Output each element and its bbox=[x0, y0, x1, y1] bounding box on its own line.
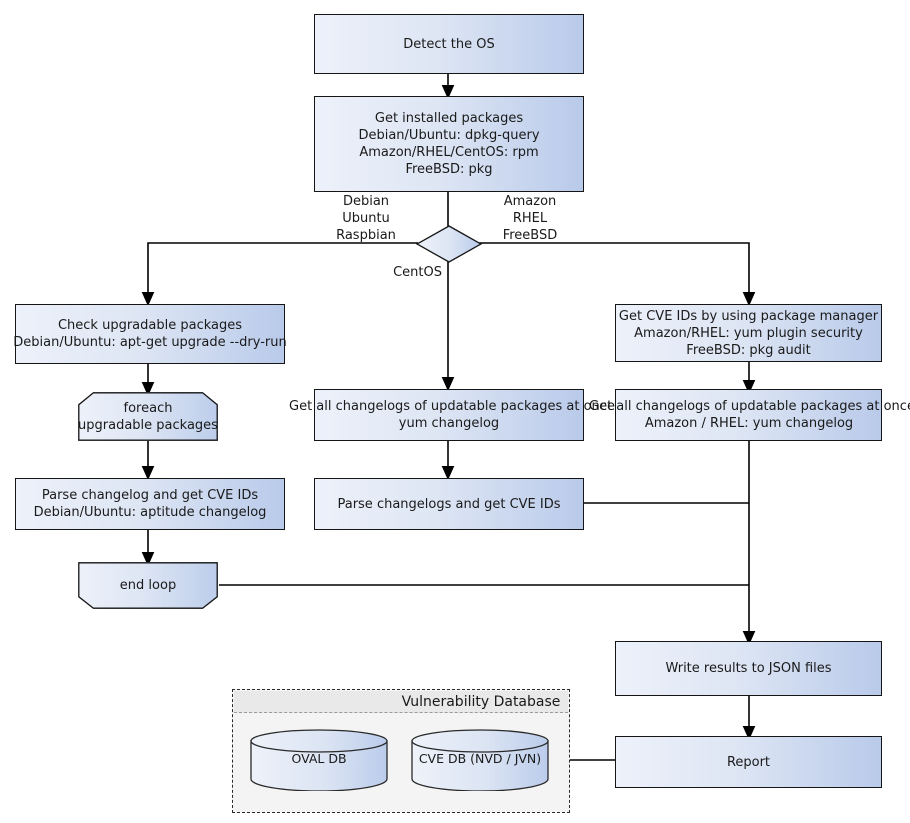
node-parse-changelog-deb[interactable]: Parse changelog and get CVE IDs Debian/U… bbox=[15, 478, 285, 530]
node-report-label: Report bbox=[726, 754, 771, 770]
group-vulnerability-database-title: Vulnerability Database bbox=[233, 690, 569, 713]
db-cylinder-cve-label-wrap: CVE DB (NVD / JVN) bbox=[411, 751, 549, 766]
db-cylinder-oval-label: OVAL DB bbox=[291, 751, 347, 766]
branch-label-right-line2: RHEL bbox=[512, 211, 548, 226]
node-get-cve-pkg-manager[interactable]: Get CVE IDs by using package manager Ama… bbox=[615, 304, 882, 362]
node-check-upgradable-line1: Check upgradable packages bbox=[57, 318, 243, 333]
node-detect-os[interactable]: Detect the OS bbox=[314, 14, 584, 74]
node-get-changelogs-centos[interactable] bbox=[314, 389, 584, 441]
node-get-cve-pkg-manager-line3: FreeBSD: pkg audit bbox=[686, 342, 811, 358]
node-get-changelogs-centos-line1: Get all changelogs of updatable packages… bbox=[289, 399, 615, 414]
node-end-loop-label: end loop bbox=[119, 578, 177, 593]
branch-label-right: Amazon RHEL FreeBSD bbox=[482, 193, 578, 244]
node-get-installed-packages[interactable]: Get installed packages Debian/Ubuntu: dp… bbox=[314, 96, 584, 192]
node-get-changelogs-rhel-line1: Get all changelogs of updatable packages… bbox=[589, 399, 910, 414]
node-parse-changelog-deb-line2: Debian/Ubuntu: aptitude changelog bbox=[33, 505, 267, 520]
branch-label-left: Debian Ubuntu Raspbian bbox=[318, 193, 414, 244]
node-parse-changelogs-centos[interactable]: Parse changelogs and get CVE IDs bbox=[314, 478, 584, 530]
node-write-results-label: Write results to JSON files bbox=[665, 661, 832, 676]
node-check-upgradable-line2: Debian/Ubuntu: apt-get upgrade --dry-run bbox=[13, 335, 287, 350]
node-get-changelogs-rhel[interactable] bbox=[615, 389, 882, 441]
node-foreach-loop-text: foreach upgradable packages bbox=[78, 392, 218, 441]
db-cylinder-cve-label: CVE DB (NVD / JVN) bbox=[418, 751, 542, 766]
node-get-changelogs-centos-text: Get all changelogs of updatable packages… bbox=[289, 398, 615, 432]
node-get-installed-packages-line3: Amazon/RHEL/CentOS: rpm bbox=[359, 145, 539, 160]
node-get-installed-packages-line4: FreeBSD: pkg bbox=[405, 162, 493, 177]
branch-label-down: CentOS bbox=[352, 264, 442, 281]
node-get-changelogs-centos-line2: yum changelog bbox=[398, 416, 500, 431]
node-parse-changelog-deb-line1: Parse changelog and get CVE IDs bbox=[41, 488, 259, 503]
edge-decision-right bbox=[479, 242, 756, 307]
node-foreach-loop-line2: upgradable packages bbox=[78, 417, 218, 433]
branch-label-down-line1: CentOS bbox=[393, 265, 442, 280]
node-write-results[interactable]: Write results to JSON files bbox=[615, 641, 882, 696]
db-cylinder-cve[interactable] bbox=[411, 729, 549, 791]
node-end-loop-text: end loop bbox=[78, 562, 218, 609]
node-get-changelogs-rhel-line2: Amazon / RHEL: yum changelog bbox=[644, 416, 854, 431]
node-get-cve-pkg-manager-line2: Amazon/RHEL: yum plugin security bbox=[634, 325, 863, 341]
branch-label-left-line2: Ubuntu bbox=[342, 211, 390, 226]
branch-label-right-line3: FreeBSD bbox=[502, 228, 558, 243]
node-os-decision[interactable] bbox=[416, 225, 482, 263]
node-check-upgradable[interactable]: Check upgradable packages Debian/Ubuntu:… bbox=[13, 304, 287, 364]
branch-label-left-line1: Debian bbox=[342, 194, 390, 209]
branch-label-right-line1: Amazon bbox=[503, 194, 557, 209]
node-get-installed-packages-line2: Debian/Ubuntu: dpkg-query bbox=[358, 128, 540, 143]
node-get-changelogs-rhel-text: Get all changelogs of updatable packages… bbox=[589, 398, 910, 432]
db-cylinder-oval[interactable] bbox=[250, 729, 388, 791]
node-parse-changelogs-centos-label: Parse changelogs and get CVE IDs bbox=[337, 496, 561, 512]
node-report[interactable]: Report bbox=[615, 736, 882, 788]
branch-label-left-line3: Raspbian bbox=[336, 228, 396, 243]
node-detect-os-label: Detect the OS bbox=[403, 36, 495, 52]
group-title-label: Vulnerability Database bbox=[401, 693, 561, 710]
node-foreach-loop-line1: foreach bbox=[123, 400, 173, 416]
db-cylinder-oval-label-wrap: OVAL DB bbox=[250, 751, 388, 766]
node-get-installed-packages-line1: Get installed packages bbox=[374, 111, 524, 126]
node-get-cve-pkg-manager-line1: Get CVE IDs by using package manager bbox=[618, 308, 879, 324]
